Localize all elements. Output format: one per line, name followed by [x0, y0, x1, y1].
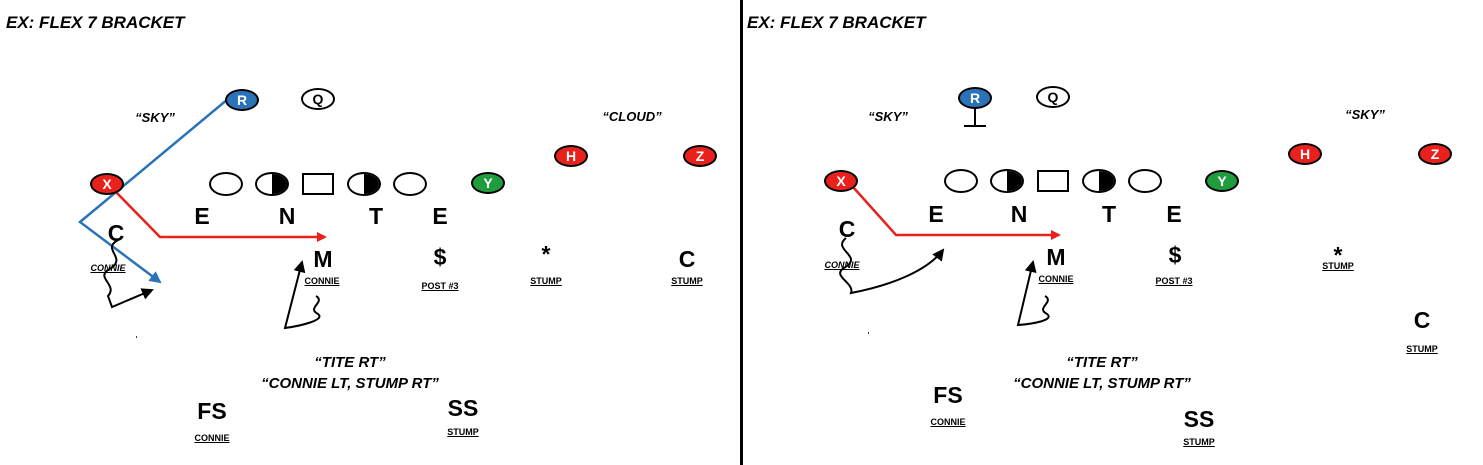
blue-route	[77, 98, 229, 284]
player-z: Z	[683, 145, 717, 167]
offensive-lineman	[1128, 169, 1162, 193]
label-fs: CONNIE	[930, 417, 966, 427]
offensive-lineman-shaded	[255, 172, 289, 196]
player-r: R	[958, 87, 992, 109]
red-route	[852, 186, 1061, 240]
defender-t: T	[368, 203, 384, 229]
label-c-left: CONNIE	[90, 263, 126, 273]
call-connie-stump: “CONNIE LT, STUMP RT”	[1013, 375, 1191, 392]
defender-ss: SS	[1183, 406, 1215, 432]
defender-fs: FS	[197, 398, 227, 424]
diagram-panel-right: EX: FLEX 7 BRACKET “SKY” “SKY” R Q H Z X…	[743, 0, 1483, 465]
panel-divider	[740, 0, 743, 465]
label-m: CONNIE	[304, 276, 340, 286]
call-sky-left: “SKY”	[868, 109, 908, 124]
defender-m: M	[313, 246, 333, 272]
defender-c-right: C	[678, 246, 696, 272]
m-squiggle-route	[283, 260, 321, 330]
label-dollar: POST #3	[421, 281, 459, 291]
label-c-right: STUMP	[1406, 344, 1438, 354]
player-x: X	[824, 170, 858, 192]
player-y: Y	[1205, 170, 1239, 192]
diagram-title: EX: FLEX 7 BRACKET	[747, 13, 926, 32]
offensive-lineman-shaded	[990, 169, 1024, 193]
defender-e-right: E	[1166, 201, 1182, 227]
defender-n: N	[1010, 201, 1028, 227]
label-c-left: CONNIE	[824, 260, 860, 270]
route-lines-left	[77, 98, 327, 338]
offensive-lineman	[393, 172, 427, 196]
defender-c-right: C	[1413, 307, 1431, 333]
defender-fs: FS	[933, 382, 963, 408]
offensive-lineman-shaded	[347, 172, 381, 196]
defender-c-left: C	[107, 220, 125, 246]
player-h: H	[554, 145, 588, 167]
defender-e-left: E	[928, 201, 944, 227]
player-y: Y	[471, 172, 505, 194]
offensive-lineman	[209, 172, 243, 196]
label-star: STUMP	[530, 276, 562, 286]
call-tite: “TITE RT”	[1066, 354, 1138, 371]
diagram-title: EX: FLEX 7 BRACKET	[6, 13, 185, 32]
offensive-lineman	[944, 169, 978, 193]
defender-dollar: $	[433, 244, 447, 270]
route-lines-right	[839, 108, 1061, 334]
defender-dollar: $	[1168, 242, 1182, 268]
player-h: H	[1288, 143, 1322, 165]
call-cloud: “CLOUD”	[602, 109, 662, 124]
player-x: X	[90, 173, 124, 195]
call-connie-stump: “CONNIE LT, STUMP RT”	[261, 375, 439, 392]
label-m: CONNIE	[1038, 274, 1074, 284]
defender-star: *	[541, 241, 551, 267]
defender-m: M	[1046, 244, 1066, 270]
offensive-lineman-shaded	[1082, 169, 1116, 193]
player-z: Z	[1418, 143, 1452, 165]
player-r: R	[225, 89, 259, 111]
center	[302, 173, 334, 195]
c-squiggle-route	[839, 237, 945, 295]
call-sky-right: “SKY”	[1345, 107, 1385, 122]
player-q: Q	[1036, 86, 1070, 108]
defender-ss: SS	[447, 395, 479, 421]
call-sky: “SKY”	[135, 110, 175, 125]
diagram-panel-left: EX: FLEX 7 BRACKET “SKY” “CLOUD” R Q H Z…	[0, 0, 740, 465]
call-tite: “TITE RT”	[314, 354, 386, 371]
defender-star: *	[1333, 242, 1343, 268]
c-squiggle-route	[103, 239, 154, 309]
label-ss: STUMP	[447, 427, 479, 437]
defender-c-left: C	[838, 216, 856, 242]
defender-e-left: E	[194, 203, 210, 229]
label-ss: STUMP	[1183, 437, 1215, 447]
defender-e-right: E	[432, 203, 448, 229]
label-fs: CONNIE	[194, 433, 230, 443]
label-star: STUMP	[1322, 261, 1354, 271]
player-q: Q	[301, 88, 335, 110]
defender-n: N	[278, 203, 296, 229]
defender-t: T	[1101, 201, 1117, 227]
red-route	[111, 187, 327, 242]
center	[1037, 170, 1069, 192]
label-dollar: POST #3	[1155, 276, 1193, 286]
label-c-right: STUMP	[671, 276, 703, 286]
m-squiggle-route	[1016, 260, 1050, 327]
